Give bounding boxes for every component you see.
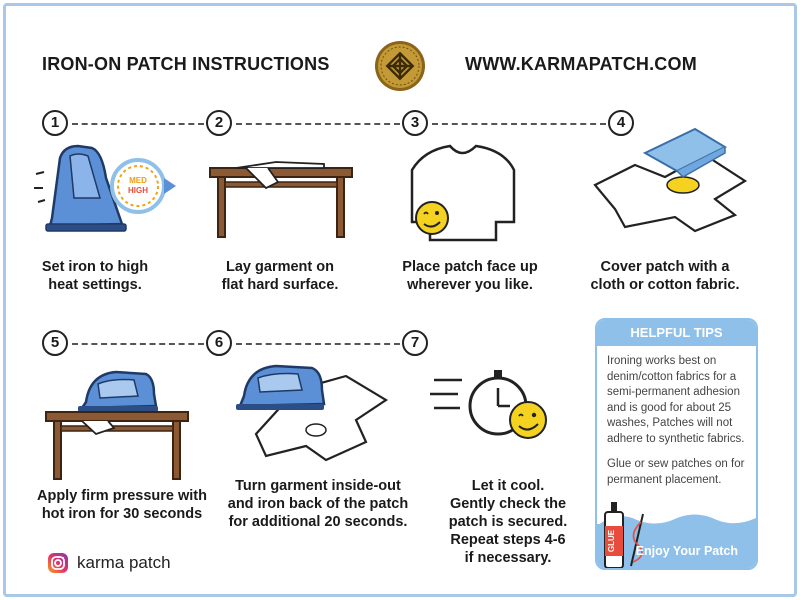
- tips-wave-shape: [597, 514, 756, 526]
- helpful-tips-card: HELPFUL TIPS Ironing works best on denim…: [595, 318, 758, 570]
- table-garment-illustration: [209, 161, 353, 238]
- karma-patch-logo: [375, 41, 425, 91]
- row1-dash-1: [72, 123, 204, 125]
- row2-dash-1: [72, 343, 204, 345]
- iron-inside-out-illustration: [236, 364, 389, 462]
- page-frame: [3, 3, 797, 597]
- glue-bottle-icon: GLUE: [604, 502, 624, 568]
- iron-heat-illustration: MED HIGH: [34, 144, 176, 232]
- step-number-6: 6: [206, 330, 232, 356]
- stopwatch-illustration: [430, 370, 547, 439]
- iron-on-table-illustration: [45, 370, 189, 480]
- step-number-2: 2: [206, 110, 232, 136]
- step-number-5: 5: [42, 330, 68, 356]
- helpful-tips-title: HELPFUL TIPS: [597, 320, 756, 346]
- helpful-tips-body: Ironing works best on denim/cotton fabri…: [597, 346, 756, 488]
- step-number-4: 4: [608, 110, 634, 136]
- enjoy-your-patch-text: Enjoy Your Patch: [635, 544, 738, 558]
- glue-label: GLUE: [607, 529, 616, 552]
- step-number-3: 3: [402, 110, 428, 136]
- row2-dash-2: [236, 343, 400, 345]
- tip-paragraph-1: Ironing works best on denim/cotton fabri…: [607, 355, 745, 445]
- page-title: IRON-ON PATCH INSTRUCTIONS: [42, 54, 330, 74]
- instagram-handle[interactable]: karma patch: [77, 553, 171, 572]
- tip-paragraph-2: Glue or sew patches on for permanent pla…: [607, 458, 745, 486]
- cover-cloth-illustration: [593, 127, 748, 233]
- dial-text-med: MED: [129, 176, 147, 185]
- website-url[interactable]: WWW.KARMAPATCH.COM: [465, 54, 697, 74]
- needle-thread-icon: [630, 513, 644, 567]
- row1-dash-3: [432, 123, 606, 125]
- row1-dash-2: [236, 123, 400, 125]
- helpful-tips-footer: GLUE Enjoy Your Patch: [597, 502, 756, 568]
- step-number-7: 7: [402, 330, 428, 356]
- dial-text-high: HIGH: [128, 186, 148, 195]
- step-number-1: 1: [42, 110, 68, 136]
- instagram-icon[interactable]: [47, 552, 69, 574]
- shirt-patch-illustration: [410, 144, 516, 242]
